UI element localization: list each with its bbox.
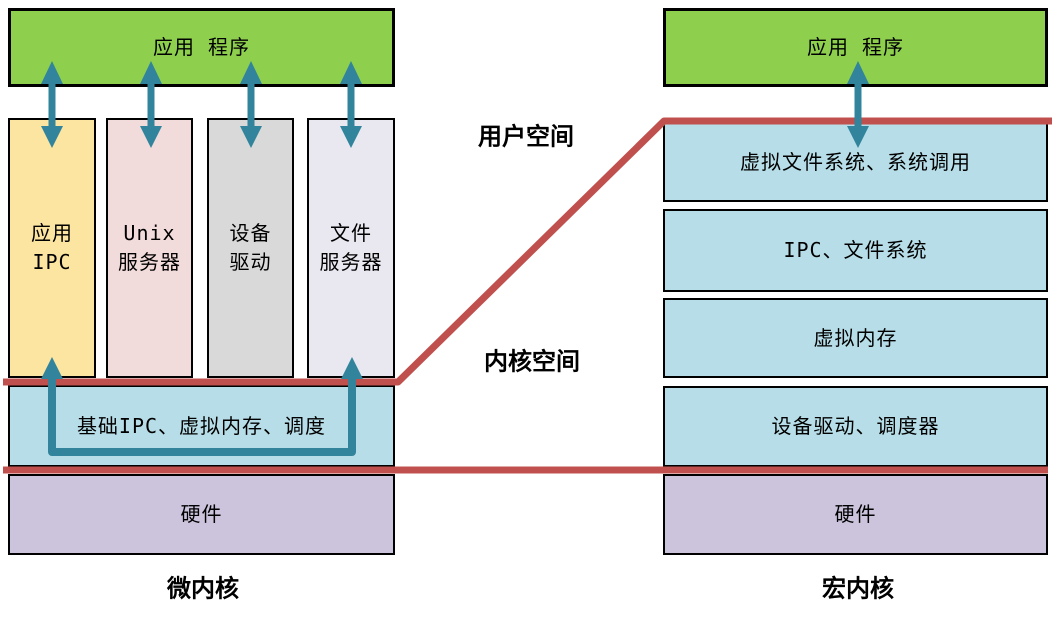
monolithic-layer-label: 虚拟文件系统、系统调用 xyxy=(740,149,971,174)
service-label-line: 应用 xyxy=(31,221,73,245)
microkernel-kernel-label: 基础IPC、虚拟内存、调度 xyxy=(76,413,327,438)
microkernel-kernel-box: 基础IPC、虚拟内存、调度 xyxy=(8,385,395,467)
service-label-line: Unix xyxy=(123,221,176,245)
microkernel-application-label: 应用 程序 xyxy=(152,35,251,59)
monolithic-layer-label: IPC、文件系统 xyxy=(783,238,928,262)
microkernel-service-box-unix-server: Unix 服务器 xyxy=(106,118,193,378)
service-label-line: 服务器 xyxy=(118,250,181,274)
monolithic-application-label: 应用 程序 xyxy=(806,35,905,59)
monolithic-application-box: 应用 程序 xyxy=(663,8,1048,87)
service-label-line: 驱动 xyxy=(229,250,272,274)
microkernel-service-box-file-server: 文件 服务器 xyxy=(307,118,395,378)
monolithic-layer-vfs-syscall: 虚拟文件系统、系统调用 xyxy=(663,122,1048,202)
monolithic-hardware-label: 硬件 xyxy=(834,502,877,526)
kernel-space-label: 内核空间 xyxy=(484,347,580,376)
microkernel-caption: 微内核 xyxy=(167,574,239,603)
microkernel-application-box: 应用 程序 xyxy=(8,8,395,87)
microkernel-service-box-device-driver: 设备 驱动 xyxy=(207,118,294,378)
service-label-unix-server: Unix 服务器 xyxy=(118,219,181,277)
monolithic-caption: 宏内核 xyxy=(822,574,894,603)
service-label-line: 设备 xyxy=(229,221,272,245)
microkernel-service-box-app-ipc: 应用 IPC xyxy=(8,118,96,378)
user-space-label: 用户空间 xyxy=(478,122,574,151)
monolithic-layer-label: 设备驱动、调度器 xyxy=(771,414,940,438)
service-label-line: 文件 xyxy=(330,221,372,245)
monolithic-layer-virtual-memory: 虚拟内存 xyxy=(663,298,1048,378)
monolithic-layer-label: 虚拟内存 xyxy=(813,325,898,350)
microkernel-hardware-box: 硬件 xyxy=(8,474,395,555)
service-label-device-driver: 设备 驱动 xyxy=(230,219,272,277)
monolithic-layer-driver-scheduler: 设备驱动、调度器 xyxy=(663,386,1048,467)
service-label-file-server: 文件 服务器 xyxy=(320,219,383,277)
monolithic-hardware-box: 硬件 xyxy=(663,474,1048,555)
monolithic-layer-ipc-filesystem: IPC、文件系统 xyxy=(663,209,1048,292)
service-label-app-ipc: 应用 IPC xyxy=(31,219,73,277)
service-label-line: IPC xyxy=(32,250,72,274)
service-label-line: 服务器 xyxy=(319,250,383,274)
microkernel-hardware-label: 硬件 xyxy=(180,502,223,526)
